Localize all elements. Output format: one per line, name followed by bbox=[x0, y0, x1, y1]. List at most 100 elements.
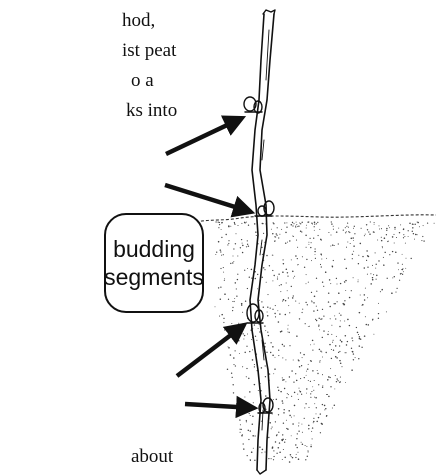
soil-dot bbox=[301, 231, 303, 233]
soil-dot bbox=[351, 337, 353, 339]
soil-dot bbox=[243, 338, 245, 340]
soil-dot bbox=[346, 225, 348, 227]
soil-dot bbox=[308, 241, 310, 243]
soil-dot bbox=[378, 260, 380, 262]
soil-dot bbox=[332, 349, 335, 351]
soil-dot bbox=[347, 241, 349, 243]
soil-dot bbox=[215, 254, 217, 255]
soil-dot bbox=[292, 277, 294, 279]
soil-dot bbox=[292, 235, 294, 237]
soil-dot bbox=[323, 285, 325, 287]
soil-dot bbox=[393, 242, 395, 244]
stem-left-edge bbox=[249, 13, 265, 471]
soil-dot bbox=[287, 428, 289, 430]
soil-dot bbox=[249, 414, 251, 417]
soil-dot bbox=[319, 228, 321, 230]
soil-dot bbox=[370, 273, 372, 275]
soil-dot bbox=[248, 438, 250, 441]
soil-dot bbox=[265, 281, 267, 283]
soil-dot bbox=[264, 451, 266, 453]
soil-dot bbox=[386, 227, 388, 230]
soil-dot bbox=[236, 278, 239, 281]
soil-dot bbox=[246, 240, 248, 242]
soil-dot bbox=[318, 384, 320, 386]
soil-dot bbox=[301, 311, 303, 314]
soil-dot bbox=[233, 223, 236, 225]
soil-dot bbox=[347, 226, 349, 228]
soil-dot bbox=[305, 403, 307, 405]
soil-dot bbox=[278, 349, 280, 351]
soil-dot bbox=[262, 267, 265, 269]
soil-dot bbox=[272, 346, 274, 348]
soil-dot bbox=[296, 446, 298, 449]
soil-dot bbox=[253, 324, 256, 326]
soil-dot bbox=[385, 234, 388, 236]
soil-dot bbox=[348, 324, 351, 327]
soil-dot bbox=[313, 310, 315, 312]
soil-dot bbox=[330, 221, 332, 223]
soil-dot bbox=[274, 368, 276, 370]
soil-dot bbox=[241, 242, 243, 244]
soil-dot bbox=[334, 303, 336, 305]
soil-dot bbox=[377, 239, 379, 241]
soil-dot bbox=[369, 233, 371, 235]
soil-dot bbox=[414, 223, 416, 226]
soil-dot bbox=[284, 441, 286, 443]
soil-dot bbox=[232, 392, 235, 394]
soil-dot bbox=[217, 221, 219, 223]
soil-dot bbox=[360, 227, 362, 229]
soil-dot bbox=[218, 227, 220, 229]
soil-dot bbox=[373, 274, 375, 276]
soil-dot bbox=[274, 316, 277, 318]
soil-dot bbox=[329, 305, 331, 308]
soil-dot bbox=[223, 321, 225, 324]
soil-dot bbox=[278, 442, 281, 444]
soil-dot bbox=[276, 227, 278, 229]
soil-dot bbox=[315, 223, 318, 225]
soil-dot bbox=[391, 236, 394, 238]
soil-dot bbox=[410, 257, 412, 260]
soil-dot bbox=[252, 435, 254, 437]
soil-dot bbox=[264, 325, 266, 327]
soil-dot bbox=[259, 446, 261, 448]
soil-dot bbox=[290, 223, 293, 226]
soil-dot bbox=[231, 330, 233, 332]
soil-dot bbox=[291, 456, 294, 459]
soil-dot bbox=[334, 375, 336, 377]
soil-dot bbox=[358, 336, 361, 338]
soil-dot bbox=[312, 422, 314, 424]
soil-dot bbox=[314, 396, 315, 398]
soil-dot bbox=[226, 368, 229, 371]
soil-dot bbox=[282, 448, 284, 451]
arrow-to-bud-1 bbox=[165, 115, 247, 157]
soil-dot bbox=[352, 239, 354, 241]
soil-dot bbox=[317, 372, 319, 375]
soil-dot bbox=[357, 281, 359, 283]
soil-dot bbox=[331, 324, 333, 326]
soil-dot bbox=[257, 273, 259, 276]
label-line-2: segments bbox=[104, 264, 204, 290]
soil-dot bbox=[292, 423, 294, 425]
soil-dot bbox=[359, 338, 362, 340]
soil-dot bbox=[214, 306, 216, 308]
soil-dot bbox=[263, 241, 265, 243]
soil-dot bbox=[315, 407, 317, 409]
soil-dot bbox=[411, 230, 413, 232]
soil-dot bbox=[233, 248, 235, 250]
soil-dot bbox=[299, 230, 302, 232]
soil-dot bbox=[310, 344, 312, 346]
soil-dot bbox=[267, 334, 270, 337]
soil-dot bbox=[306, 445, 308, 447]
soil-dot bbox=[284, 456, 286, 459]
soil-dot bbox=[250, 268, 253, 271]
soil-dot bbox=[252, 415, 254, 417]
soil-dot bbox=[300, 223, 302, 225]
soil-dot bbox=[333, 404, 336, 407]
soil-dot bbox=[297, 264, 299, 265]
soil-dot bbox=[290, 259, 292, 261]
soil-dot bbox=[242, 311, 244, 313]
soil-dot bbox=[397, 262, 399, 264]
soil-dot bbox=[234, 298, 236, 299]
soil-dot bbox=[286, 272, 289, 274]
soil-dot bbox=[284, 313, 287, 316]
